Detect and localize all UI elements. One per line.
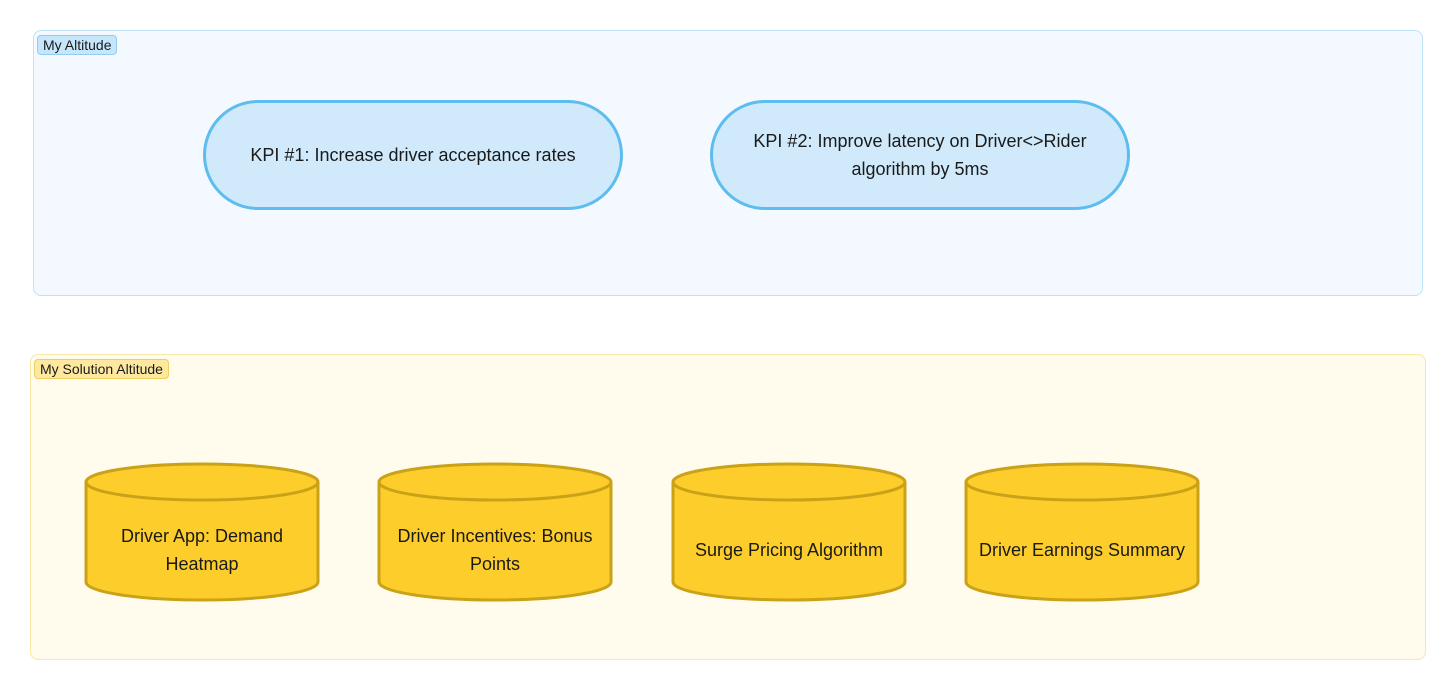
kpi-1-text: KPI #1: Increase driver acceptance rates bbox=[250, 145, 576, 165]
cylinder-shape bbox=[964, 462, 1200, 602]
kpi-2-node[interactable]: KPI #2: Improve latency on Driver<>Rider… bbox=[710, 100, 1130, 210]
solution-section-label[interactable]: My Solution Altitude bbox=[34, 359, 169, 379]
solution-item-label: Driver App: Demand Heatmap bbox=[120, 526, 284, 574]
solution-item-label: Driver Incentives: Bonus Points bbox=[397, 526, 593, 574]
solution-item-demand-heatmap[interactable]: Driver App: Demand Heatmap bbox=[84, 462, 320, 602]
cylinder-shape bbox=[671, 462, 907, 602]
solution-item-label: Surge Pricing Algorithm bbox=[694, 540, 884, 560]
kpi-2-text: KPI #2: Improve latency on Driver<>Rider… bbox=[753, 131, 1087, 179]
cylinder-shape bbox=[84, 462, 320, 602]
cylinder-shape bbox=[377, 462, 613, 602]
solution-item-label: Driver Earnings Summary bbox=[978, 540, 1186, 560]
kpi-1-node[interactable]: KPI #1: Increase driver acceptance rates bbox=[203, 100, 623, 210]
solution-item-bonus-points[interactable]: Driver Incentives: Bonus Points bbox=[377, 462, 613, 602]
solution-item-earnings-summary[interactable]: Driver Earnings Summary bbox=[964, 462, 1200, 602]
altitude-section-label[interactable]: My Altitude bbox=[37, 35, 118, 55]
solution-item-surge-pricing[interactable]: Surge Pricing Algorithm bbox=[671, 462, 907, 602]
